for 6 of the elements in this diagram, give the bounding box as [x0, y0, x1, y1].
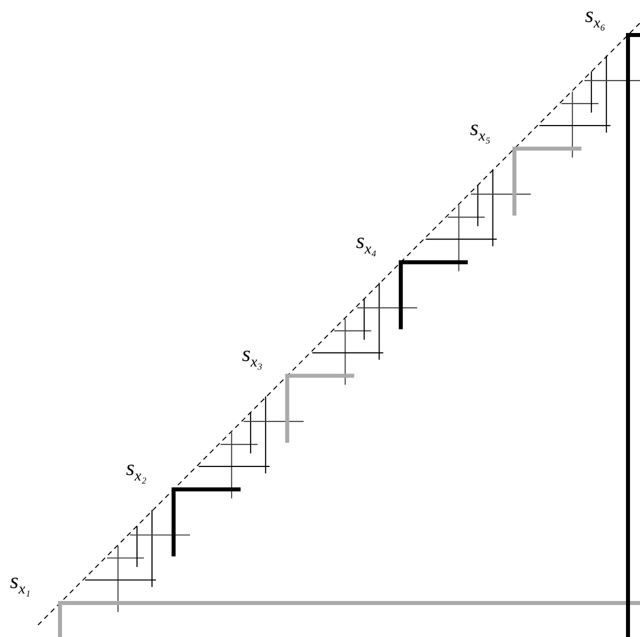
point-label: s$_{x₃}$ [242, 343, 262, 370]
point-label: s$_{x₆}$ [585, 4, 606, 32]
point-label: s$_{x₁}$ [10, 570, 30, 598]
point-label: s$_{x₅}$ [470, 117, 490, 144]
point-label: s$_{x₂}$ [126, 457, 146, 484]
point-label: s$_{x₄}$ [356, 230, 376, 258]
